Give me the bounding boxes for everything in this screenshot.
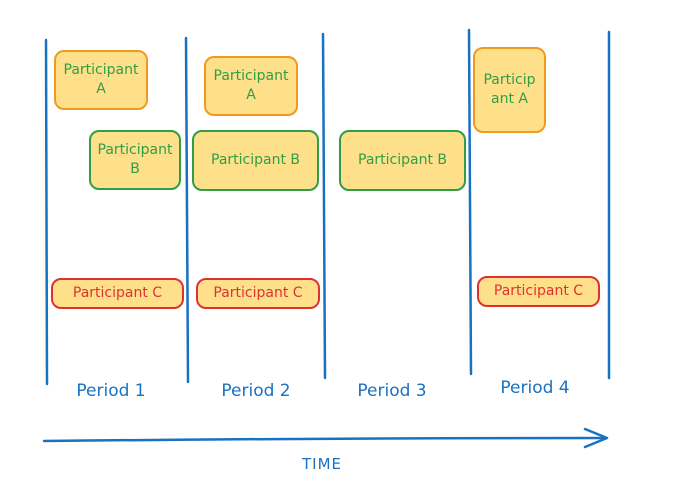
- time-axis-arrowhead: [583, 427, 609, 449]
- participant-c-period-4: Participant C: [477, 276, 600, 307]
- period-divider-2: [184, 36, 190, 384]
- period-label-2: Period 2: [221, 381, 291, 401]
- time-axis-line: [42, 436, 608, 443]
- participant-b-period-2: Participant B: [192, 130, 319, 191]
- participant-c-period-2: Participant C: [196, 278, 320, 309]
- period-divider-3: [321, 32, 327, 380]
- period-divider-1: [44, 38, 49, 386]
- period-label-3: Period 3: [357, 381, 427, 401]
- participant-a-period-4: Participant A: [473, 47, 546, 133]
- period-label-4: Period 4: [500, 378, 570, 398]
- participant-a-period-1: Participant A: [54, 50, 148, 110]
- period-divider-4: [467, 28, 473, 376]
- time-axis-label: TIME: [301, 455, 342, 473]
- participant-b-period-1: Participant B: [89, 130, 181, 190]
- period-label-1: Period 1: [76, 381, 146, 401]
- participant-a-period-2: Participant A: [204, 56, 298, 116]
- participant-c-period-1: Participant C: [51, 278, 184, 309]
- participant-b-period-3: Participant B: [339, 130, 466, 191]
